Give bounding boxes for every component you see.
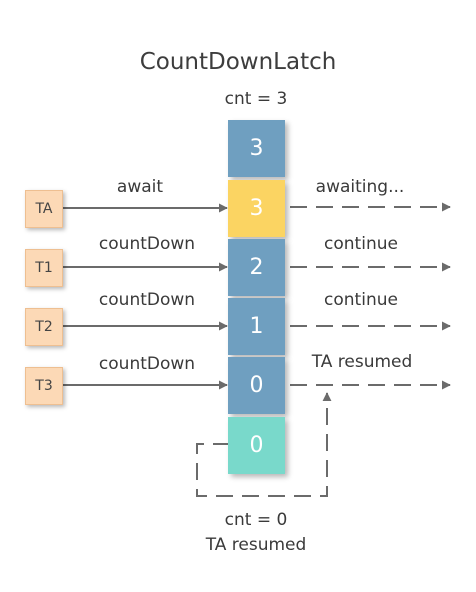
final-status-label: TA resumed xyxy=(205,535,307,555)
final-count-label: cnt = 0 xyxy=(224,510,288,530)
latch-cell-initial: 3 xyxy=(228,120,285,177)
ta-action-label: await xyxy=(116,177,164,197)
resume-loop-arrow xyxy=(196,392,332,497)
t3-result-label: TA resumed xyxy=(311,352,413,372)
latch-cell-await: 3 xyxy=(228,180,285,237)
t3-action-label: countDown xyxy=(98,354,196,374)
initial-count-label: cnt = 3 xyxy=(224,89,288,109)
diagram-title: CountDownLatch xyxy=(139,49,337,75)
latch-cell-count-2: 2 xyxy=(228,239,285,296)
latch-cell-count-1: 1 xyxy=(228,298,285,355)
t1-action-label: countDown xyxy=(98,234,196,254)
ta-result-label: awaiting... xyxy=(315,177,405,197)
thread-t2-box: T2 xyxy=(25,308,63,346)
latch-cell-released: 0 xyxy=(228,417,285,474)
thread-ta-box: TA xyxy=(25,190,63,228)
latch-cell-count-0: 0 xyxy=(228,357,285,414)
t2-action-label: countDown xyxy=(98,290,196,310)
thread-t3-box: T3 xyxy=(25,367,63,405)
t2-result-label: continue xyxy=(324,290,398,310)
t1-result-label: continue xyxy=(324,234,398,254)
thread-t1-box: T1 xyxy=(25,249,63,287)
